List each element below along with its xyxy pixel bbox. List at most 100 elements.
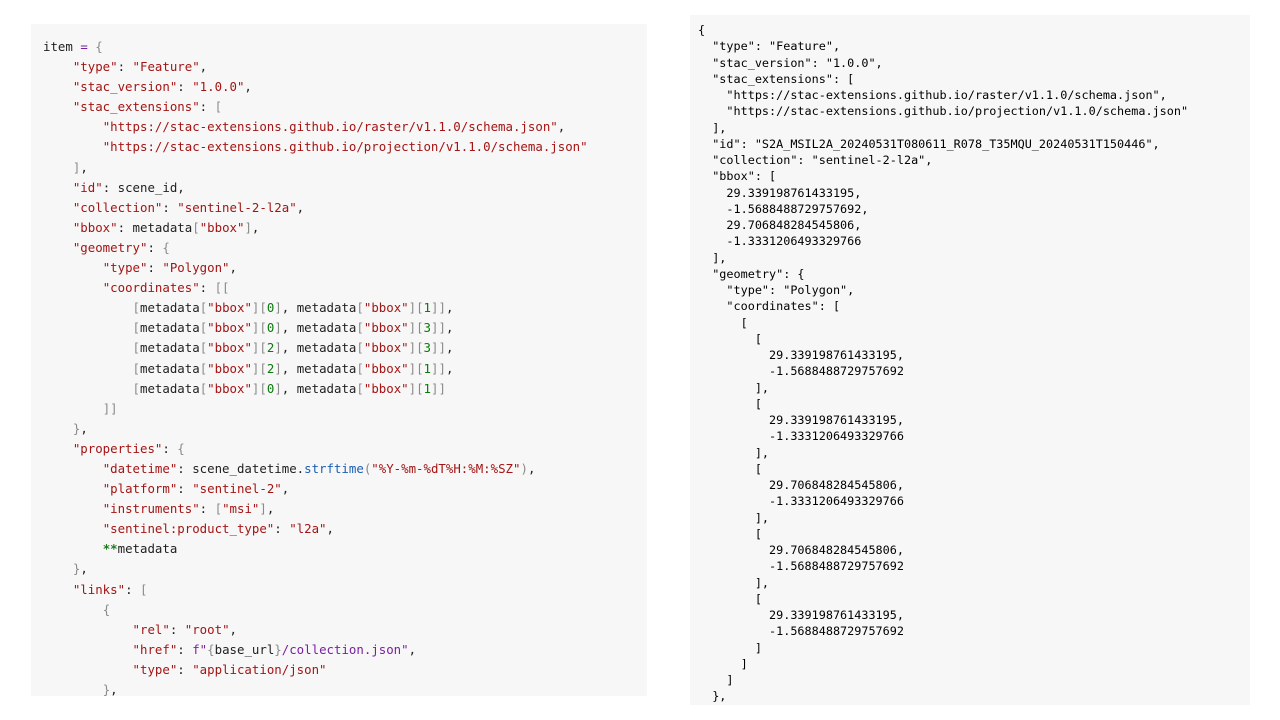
json-line: "stac_version": "1.0.0", (698, 55, 883, 70)
json-line: 29.706848284545806, (698, 478, 904, 492)
code-token: "bbox" (363, 300, 409, 316)
code-token: "bbox" (363, 380, 409, 396)
json-code-block: { "type": "Feature", "stac_version": "1.… (698, 22, 1250, 705)
code-token: [ (139, 581, 148, 597)
code-token: , (445, 360, 454, 376)
code-token: [ (356, 340, 364, 356)
code-token: "bbox" (199, 219, 245, 235)
code-token: : (274, 521, 290, 537)
code-token: : (177, 79, 193, 95)
json-line: [ (698, 396, 762, 411)
code-token: ( (363, 460, 372, 476)
code-token (43, 682, 103, 696)
code-token: ][ (251, 380, 267, 396)
code-token (43, 602, 103, 617)
code-token: : (169, 621, 185, 637)
code-token: = (80, 39, 88, 54)
json-line: [ (698, 315, 748, 330)
code-token: ][ (408, 380, 424, 396)
code-token: "href" (132, 641, 178, 657)
code-line: "stac_extensions": [ (43, 97, 647, 117)
code-token: [ (199, 300, 208, 316)
code-token: 3 (423, 340, 432, 356)
code-token (43, 622, 133, 637)
code-token (43, 240, 73, 255)
json-line: -1.3331206493329766 (698, 494, 904, 509)
code-token: "bbox" (207, 300, 252, 316)
code-line: }, (43, 680, 647, 696)
code-token: metadata (140, 360, 200, 376)
code-line: [metadata["bbox"][0], metadata["bbox"][1… (43, 298, 647, 318)
code-token: [ (356, 300, 364, 316)
code-token: "l2a" (289, 521, 327, 537)
code-token (43, 521, 103, 536)
code-token: metadata (140, 300, 200, 316)
code-token: , (199, 59, 208, 75)
code-token: , metadata (281, 340, 357, 356)
code-token: ] (274, 340, 282, 356)
code-token: , (557, 119, 566, 135)
code-line: ]] (43, 399, 647, 419)
code-token: "instruments" (102, 501, 200, 517)
code-token: , (80, 420, 88, 436)
code-token: , (296, 199, 305, 215)
json-line: { (698, 23, 706, 37)
code-line: "instruments": ["msi"], (43, 499, 647, 519)
code-token: ][ (408, 360, 424, 376)
code-token (43, 461, 103, 476)
code-token: ][ (251, 340, 267, 356)
code-token: ]] (431, 380, 446, 396)
code-token: "bbox" (363, 360, 409, 376)
json-line: [ (698, 461, 762, 476)
code-token: "bbox" (72, 219, 118, 235)
code-token: "geometry" (72, 239, 148, 255)
json-line: "coordinates": [ (698, 299, 841, 314)
code-token: , (266, 501, 275, 517)
code-line: "collection": "sentinel-2-l2a", (43, 198, 647, 218)
json-line: ], (698, 445, 770, 460)
json-line: [ (698, 591, 762, 606)
code-token: : (199, 99, 215, 115)
code-token: ** (102, 541, 118, 557)
code-token (43, 200, 73, 215)
code-token: , (229, 260, 237, 276)
code-token: "datetime" (102, 460, 178, 476)
code-token: , (80, 561, 88, 577)
code-token: } (102, 682, 111, 696)
code-token (43, 642, 133, 657)
code-token: ] (274, 300, 282, 316)
code-token: : (125, 581, 140, 597)
json-line: "stac_extensions": [ (698, 71, 855, 86)
code-line: "https://stac-extensions.github.io/proje… (43, 137, 647, 157)
code-token (43, 220, 73, 235)
code-token: ]] (431, 320, 446, 336)
code-token: [ (199, 380, 208, 396)
json-line: "geometry": { (698, 266, 805, 281)
code-token: "stac_extensions" (72, 99, 200, 115)
code-line: "geometry": { (43, 238, 647, 258)
code-token: "Polygon" (162, 260, 230, 276)
code-token: ] (274, 360, 282, 376)
json-line: "https://stac-extensions.github.io/raste… (698, 88, 1167, 102)
json-line: "https://stac-extensions.github.io/proje… (698, 104, 1189, 119)
code-token: : (199, 280, 215, 296)
code-token: "https://stac-extensions.github.io/raste… (102, 119, 558, 135)
code-token: "bbox" (207, 380, 252, 396)
code-token: metadata (117, 541, 178, 557)
code-token: } (72, 420, 81, 436)
code-line: "stac_version": "1.0.0", (43, 77, 647, 97)
code-token: ][ (251, 320, 267, 336)
code-token: [ (199, 360, 208, 376)
code-token: "platform" (102, 481, 178, 497)
code-token: ] (259, 501, 267, 517)
code-token: ][ (408, 320, 424, 336)
code-token: : scene_id, (102, 179, 185, 195)
code-token: 1 (423, 360, 432, 376)
code-token: , (408, 641, 417, 657)
code-line: "properties": { (43, 439, 647, 459)
json-line: 29.339198761433195, (698, 348, 904, 362)
code-token: "sentinel:product_type" (102, 521, 275, 537)
python-code-panel: item = { "type": "Feature", "stac_versio… (31, 24, 647, 696)
code-token: strftime (304, 460, 364, 476)
code-token (43, 300, 133, 315)
